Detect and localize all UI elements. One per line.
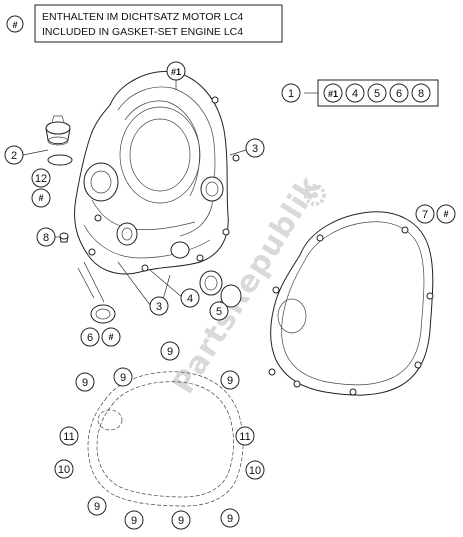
leader-lines [22, 80, 318, 311]
bolt-callouts: 9 9 9 9 11 11 10 10 9 9 9 9 [54, 341, 265, 530]
callout-8: 8 [36, 227, 56, 247]
svg-text:6: 6 [87, 332, 93, 344]
cover-boss-right [200, 176, 224, 202]
callout-3-upper: 3 [245, 138, 265, 158]
svg-text:4: 4 [187, 293, 193, 305]
svg-text:9: 9 [94, 501, 100, 513]
callout-3-lower: 3 [149, 296, 169, 316]
svg-text:7: 7 [422, 209, 428, 221]
svg-text:9: 9 [120, 372, 126, 384]
sight-glass [199, 270, 223, 296]
svg-text:1: 1 [288, 88, 294, 100]
note-box [34, 4, 283, 43]
svg-text:9: 9 [227, 513, 233, 525]
cover-boss-oil-filler [83, 162, 119, 202]
svg-text:5: 5 [374, 88, 380, 100]
filler-o-ring [47, 154, 73, 166]
svg-text:9: 9 [167, 346, 173, 358]
svg-text:5: 5 [216, 306, 222, 318]
callout-4: 4 [180, 288, 200, 308]
callout-12: 12 # [31, 168, 51, 208]
callout-hash1-top: #1 [166, 61, 186, 81]
cover-gasket-right [268, 211, 434, 396]
watermark: PartsRepublik [166, 170, 328, 400]
callout-5: 5 [209, 301, 229, 321]
svg-text:9: 9 [227, 375, 233, 387]
svg-text:8: 8 [418, 88, 424, 100]
svg-text:9: 9 [178, 515, 184, 527]
svg-text:6: 6 [396, 88, 402, 100]
callout-7: 7 # [415, 204, 456, 224]
svg-text:#: # [38, 193, 43, 203]
watermark-gear-icon [304, 184, 326, 206]
svg-text:#: # [108, 332, 113, 342]
svg-text:9: 9 [82, 377, 88, 389]
small-screw [59, 232, 69, 243]
svg-text:10: 10 [249, 465, 261, 477]
svg-text:10: 10 [58, 464, 70, 476]
svg-text:12: 12 [35, 173, 47, 185]
svg-text:4: 4 [352, 88, 358, 100]
clutch-cover [74, 70, 240, 275]
cover-boss-bottom [170, 241, 190, 259]
svg-text:#1: #1 [328, 89, 338, 99]
svg-text:8: 8 [43, 232, 49, 244]
note-line-en: INCLUDED IN GASKET-SET ENGINE LC4 [42, 26, 243, 38]
oil-filler-plug [45, 115, 73, 166]
svg-text:11: 11 [239, 431, 250, 443]
note-hash-symbol: # [12, 20, 17, 30]
svg-text:3: 3 [156, 301, 162, 313]
parts-set-box [317, 79, 439, 107]
shaft-seal [90, 304, 116, 324]
callout-2: 2 [4, 145, 24, 165]
note-hash-circle [6, 15, 24, 33]
cover-boss-lower-left [116, 222, 138, 246]
gasket-set-note: # ENTHALTEN IM DICHTSATZ MOTOR LC4 INCLU… [6, 4, 283, 43]
callout-6: 6 # [80, 327, 121, 347]
sight-glass-gasket [220, 284, 242, 308]
svg-text:9: 9 [131, 515, 137, 527]
svg-text:#: # [443, 209, 448, 219]
gasket-right-cutout [277, 298, 307, 334]
svg-text:2: 2 [11, 150, 17, 162]
note-line-de: ENTHALTEN IM DICHTSATZ MOTOR LC4 [42, 11, 243, 23]
parts-set-callout: 1 #1 4 5 6 8 [281, 79, 439, 107]
watermark-text: PartsRepublik [166, 170, 328, 400]
svg-text:#1: #1 [171, 67, 181, 77]
svg-text:3: 3 [252, 143, 258, 155]
svg-text:11: 11 [63, 431, 74, 443]
cover-gasket-lower [87, 371, 244, 507]
